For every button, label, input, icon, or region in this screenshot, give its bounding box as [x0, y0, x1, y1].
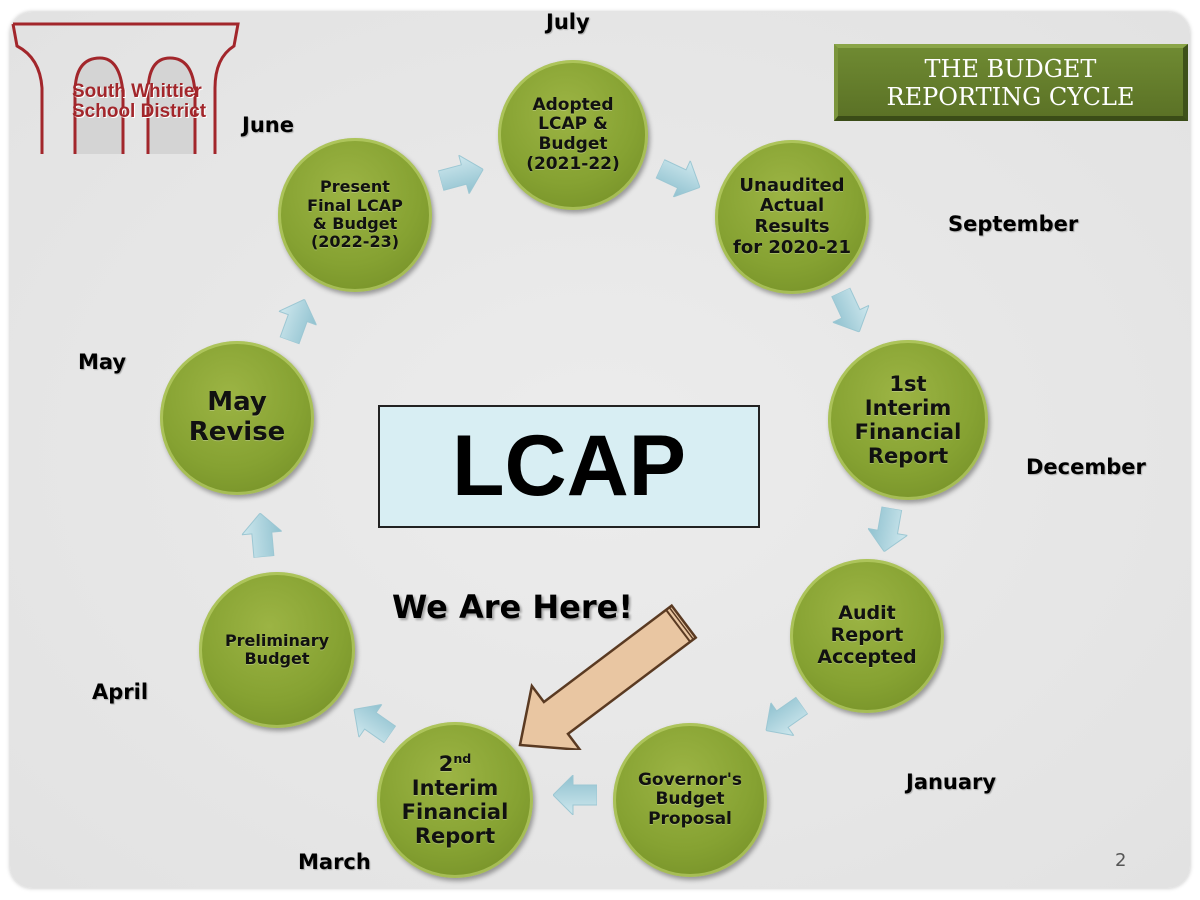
step-governors-budget: Governor's Budget Proposal [613, 723, 767, 877]
step-present-final-lcap: Present Final LCAP & Budget (2022-23) [278, 138, 432, 292]
step-audit-report: Audit Report Accepted [790, 559, 944, 713]
cycle-arrow-icon [240, 512, 283, 559]
month-december: December [1026, 455, 1146, 479]
logo-text: South Whittier School District [72, 81, 207, 122]
district-logo: South Whittier School District [10, 18, 245, 158]
page-number: 2 [1115, 850, 1127, 871]
step-first-interim: 1st Interim Financial Report [828, 340, 988, 500]
pointer-arrow-icon [518, 603, 698, 750]
step-adopted-lcap-budget: Adopted LCAP & Budget (2021-22) [498, 60, 648, 210]
cycle-arrow-icon [553, 775, 597, 815]
month-july: July [546, 10, 590, 34]
month-april: April [92, 680, 149, 704]
month-may: May [78, 350, 127, 374]
step-second-interim: 2nd Interim Financial Report [377, 722, 533, 878]
cycle-arrow-icon [830, 287, 870, 333]
month-june: June [242, 113, 294, 137]
month-march: March [298, 850, 371, 874]
cycle-arrow-icon [437, 154, 484, 196]
cycle-arrow-icon [866, 506, 909, 553]
cycle-arrow-icon [655, 158, 701, 198]
slide-title: THE BUDGET REPORTING CYCLE [834, 44, 1188, 121]
cycle-arrow-icon [765, 696, 809, 737]
month-september: September [948, 212, 1079, 236]
month-january: January [906, 770, 997, 794]
second-interim-label: Interim Financial Report [401, 775, 509, 849]
cycle-arrow-icon [353, 703, 397, 744]
we-are-here-callout: We Are Here! [392, 588, 633, 626]
ordinal-number: 2 [438, 751, 454, 776]
ordinal-suffix: nd [453, 750, 472, 766]
second-interim-ordinal: 2nd [438, 750, 472, 776]
cycle-arrow-icon [277, 298, 318, 345]
step-unaudited-actuals: Unaudited Actual Results for 2020-21 [715, 140, 869, 294]
step-may-revise: May Revise [160, 341, 314, 495]
lcap-center-box: LCAP [378, 405, 760, 528]
step-preliminary-budget: Preliminary Budget [199, 572, 355, 728]
